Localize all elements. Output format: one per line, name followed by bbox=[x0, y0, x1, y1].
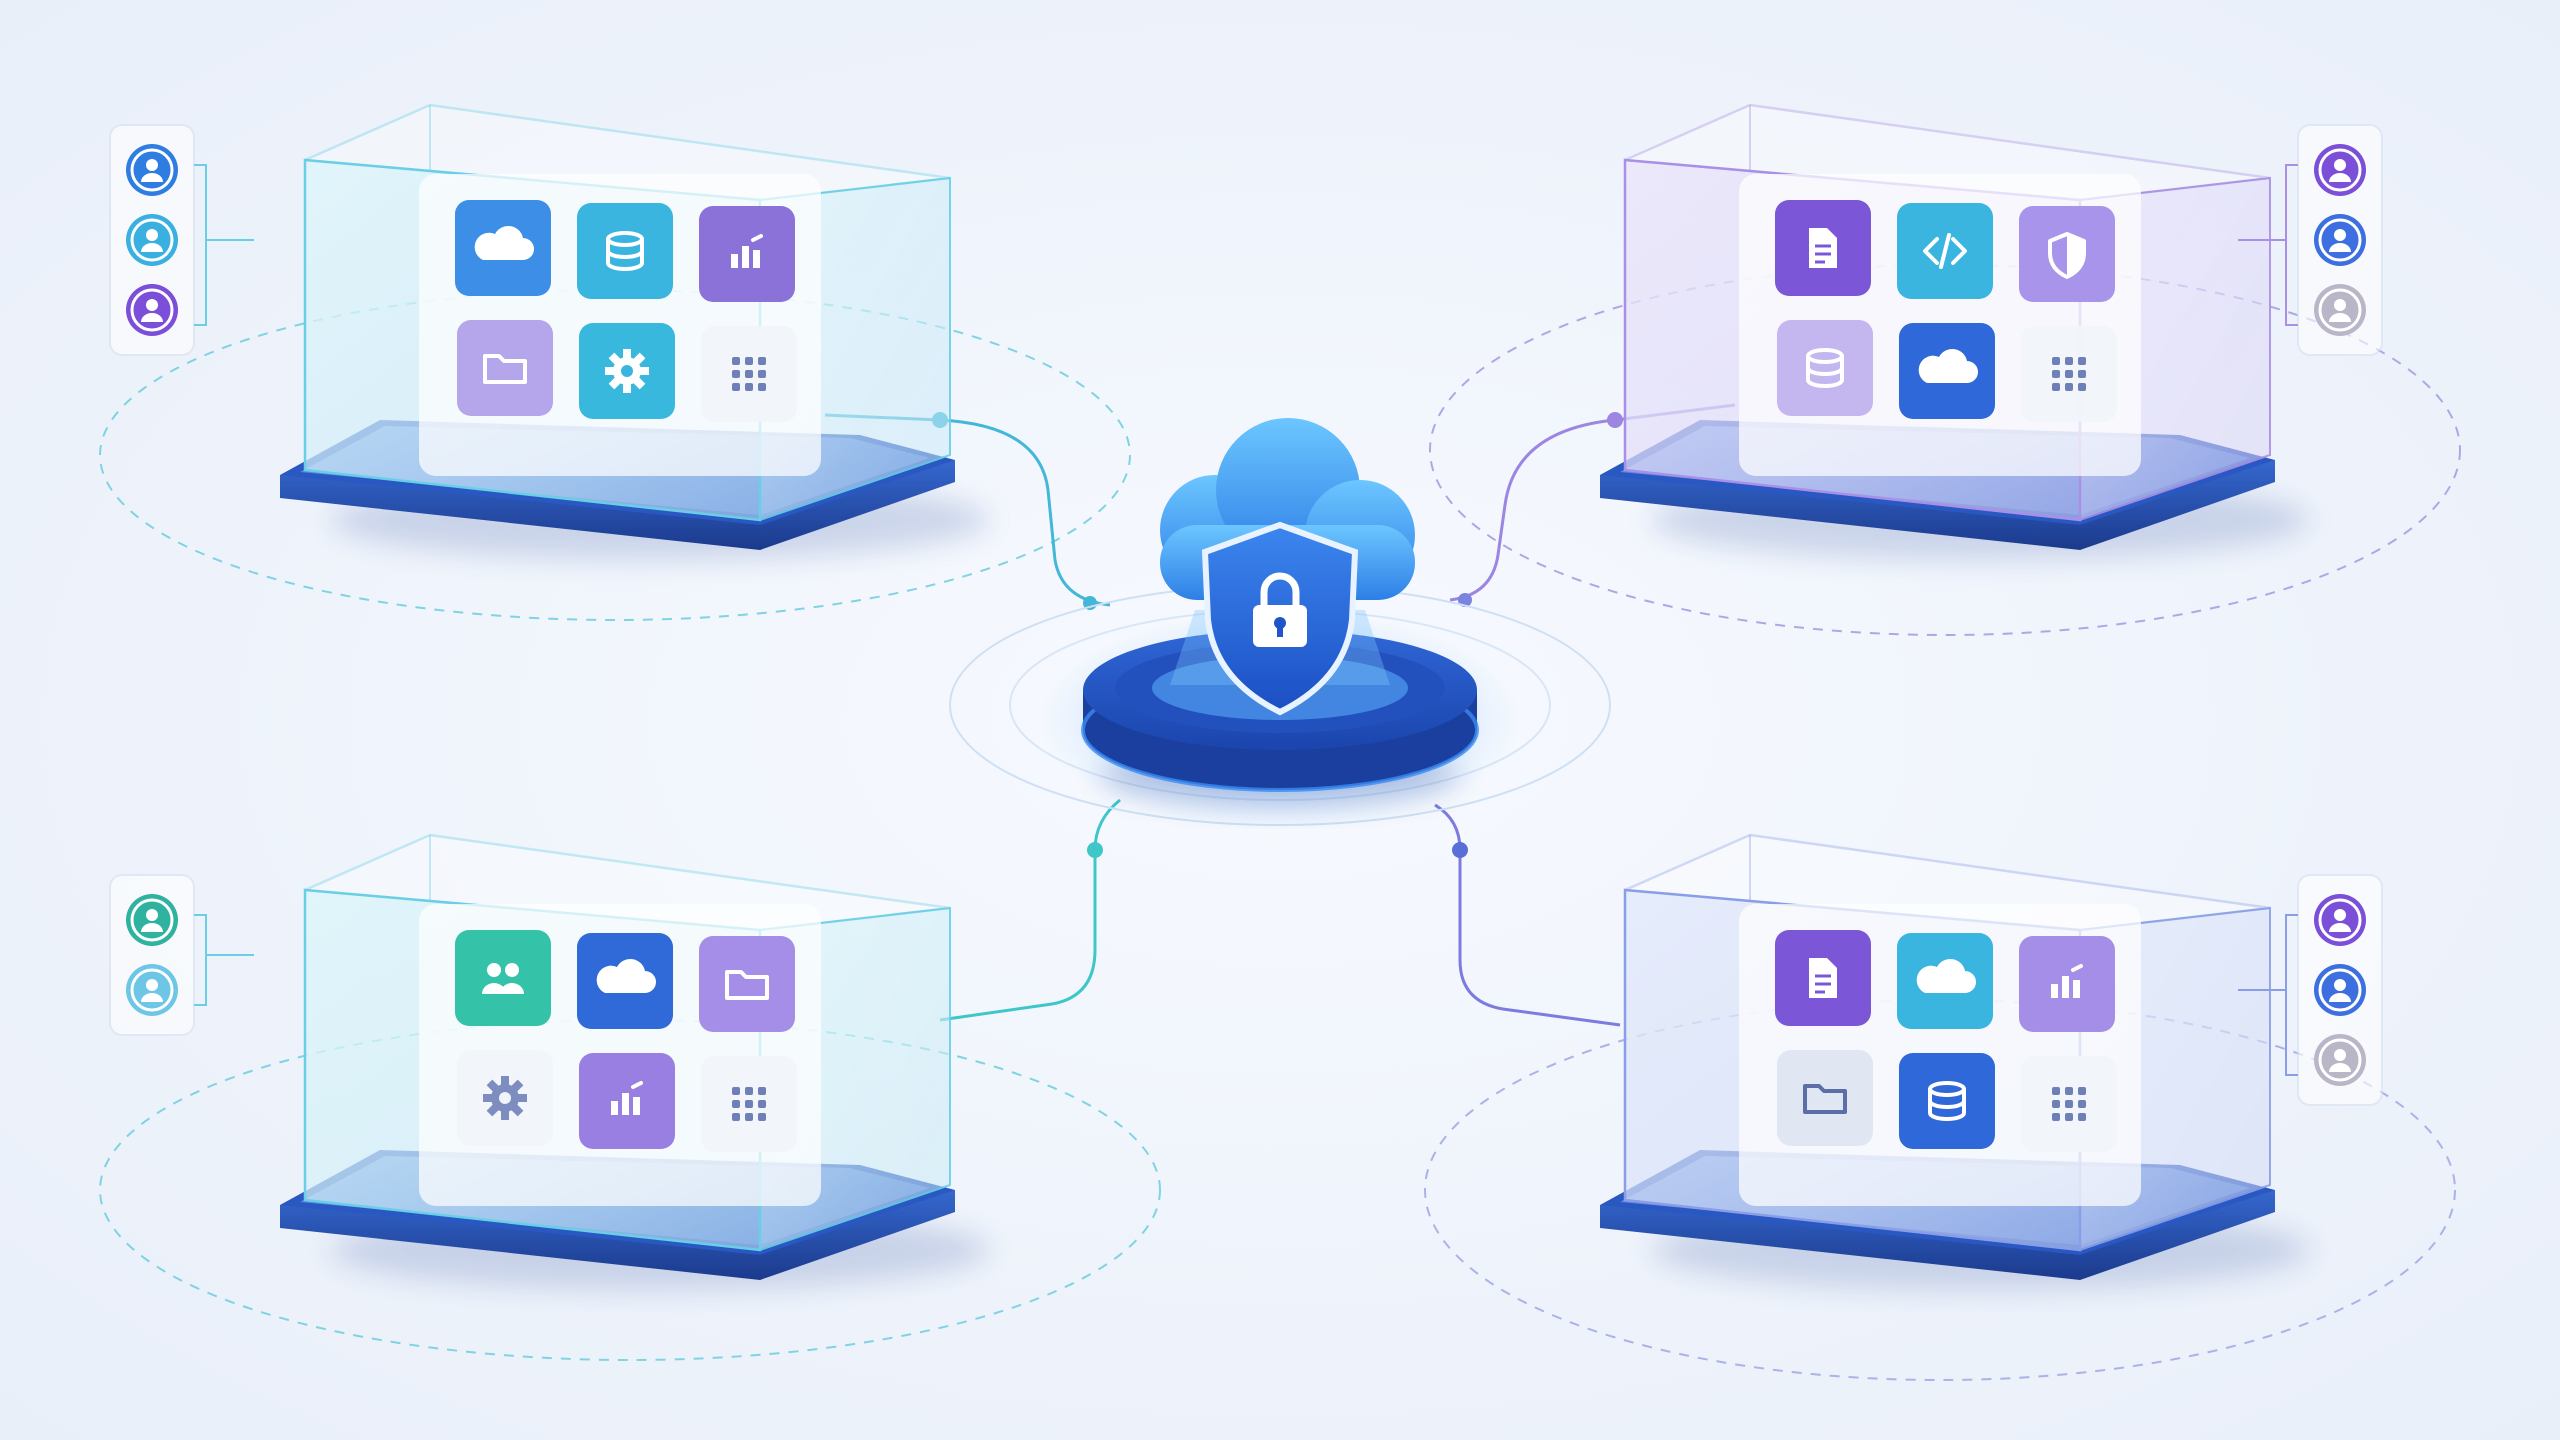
orbit-ring-top-left bbox=[99, 289, 1131, 621]
user-icon[interactable] bbox=[2314, 214, 2366, 266]
bar-chart-icon bbox=[731, 234, 763, 268]
folder-icon bbox=[1803, 1084, 1847, 1114]
app-tile-database[interactable] bbox=[1899, 1053, 1995, 1149]
app-tile-cloud[interactable] bbox=[455, 200, 551, 296]
gear-icon bbox=[483, 1076, 527, 1120]
users-icon bbox=[482, 963, 524, 994]
user-icon[interactable] bbox=[126, 964, 178, 1016]
app-tile-folder[interactable] bbox=[457, 320, 553, 416]
connector-node-bottom-left bbox=[1087, 842, 1103, 858]
app-tile-bar-chart[interactable] bbox=[579, 1053, 675, 1149]
gear-icon bbox=[605, 349, 649, 393]
database-icon bbox=[1928, 1081, 1966, 1121]
cloud-icon bbox=[474, 225, 534, 260]
user-icon[interactable] bbox=[2314, 964, 2366, 1016]
cloud-shield-lock-icon bbox=[1160, 418, 1415, 716]
app-tile-gear[interactable] bbox=[579, 323, 675, 419]
workspaces bbox=[109, 103, 2383, 1290]
orbit-ring-top-right bbox=[1429, 264, 2461, 636]
database-icon bbox=[1806, 348, 1844, 388]
workspace-top-left bbox=[109, 103, 990, 560]
app-panel bbox=[1739, 904, 2141, 1206]
connector-bottom-right bbox=[1434, 803, 1621, 1027]
user-icon[interactable] bbox=[126, 144, 178, 196]
app-tile-document[interactable] bbox=[1775, 200, 1871, 296]
orbit-ring-bottom-left bbox=[99, 1019, 1161, 1361]
connector-top-left bbox=[824, 413, 1111, 607]
document-icon bbox=[1809, 228, 1837, 268]
user-icon[interactable] bbox=[2314, 284, 2366, 336]
connector-node-top-right bbox=[1607, 412, 1623, 428]
folder-icon bbox=[725, 970, 769, 1000]
app-tile-users[interactable] bbox=[455, 930, 551, 1026]
workspace-bottom-left bbox=[109, 833, 990, 1290]
connector-node-bottom-right bbox=[1452, 842, 1468, 858]
app-tile-bar-chart[interactable] bbox=[2019, 936, 2115, 1032]
user-icon[interactable] bbox=[126, 214, 178, 266]
app-panel bbox=[419, 174, 821, 476]
app-panel bbox=[1739, 174, 2141, 476]
folder-icon bbox=[483, 354, 527, 384]
app-tile-grid[interactable] bbox=[701, 1056, 797, 1152]
app-tile-database[interactable] bbox=[577, 203, 673, 299]
bar-chart-icon bbox=[2051, 964, 2083, 998]
grid-icon bbox=[2052, 357, 2086, 391]
app-tile-cloud[interactable] bbox=[577, 933, 673, 1029]
app-tile-cloud[interactable] bbox=[1897, 933, 1993, 1029]
shield-icon bbox=[2048, 232, 2086, 279]
app-tile-gear[interactable] bbox=[457, 1050, 553, 1146]
grid-icon bbox=[732, 357, 766, 391]
cloud-icon bbox=[1918, 348, 1978, 383]
document-icon bbox=[1809, 958, 1837, 998]
cloud-icon bbox=[596, 958, 656, 993]
database-icon bbox=[606, 231, 644, 271]
app-tile-bar-chart[interactable] bbox=[699, 206, 795, 302]
user-icon[interactable] bbox=[2314, 144, 2366, 196]
app-tile-code[interactable] bbox=[1897, 203, 1993, 299]
app-tile-folder[interactable] bbox=[1777, 1050, 1873, 1146]
app-tile-database[interactable] bbox=[1777, 320, 1873, 416]
app-panel bbox=[419, 904, 821, 1206]
workspace-bottom-right bbox=[1600, 833, 2383, 1290]
app-tile-shield[interactable] bbox=[2019, 206, 2115, 302]
bar-chart-icon bbox=[611, 1081, 643, 1115]
user-icon[interactable] bbox=[2314, 894, 2366, 946]
user-stack bbox=[2238, 124, 2383, 356]
connector-lines bbox=[824, 403, 1736, 1027]
cloud-icon bbox=[1916, 958, 1976, 993]
user-icon[interactable] bbox=[2314, 1034, 2366, 1086]
code-icon bbox=[1923, 233, 1967, 269]
app-tile-cloud[interactable] bbox=[1899, 323, 1995, 419]
app-tile-grid[interactable] bbox=[2021, 1056, 2117, 1152]
app-tile-folder[interactable] bbox=[699, 936, 795, 1032]
connector-bottom-left bbox=[939, 798, 1121, 1022]
app-tile-grid[interactable] bbox=[701, 326, 797, 422]
user-stack bbox=[2238, 874, 2383, 1106]
grid-icon bbox=[732, 1087, 766, 1121]
workspace-top-right bbox=[1600, 103, 2383, 560]
app-tile-grid[interactable] bbox=[2021, 326, 2117, 422]
app-tile-document[interactable] bbox=[1775, 930, 1871, 1026]
user-icon[interactable] bbox=[126, 894, 178, 946]
central-hub bbox=[949, 418, 1611, 830]
user-stack bbox=[109, 124, 254, 356]
user-stack bbox=[109, 874, 254, 1036]
grid-icon bbox=[2052, 1087, 2086, 1121]
connector-top-right bbox=[1449, 403, 1736, 602]
user-icon[interactable] bbox=[126, 284, 178, 336]
